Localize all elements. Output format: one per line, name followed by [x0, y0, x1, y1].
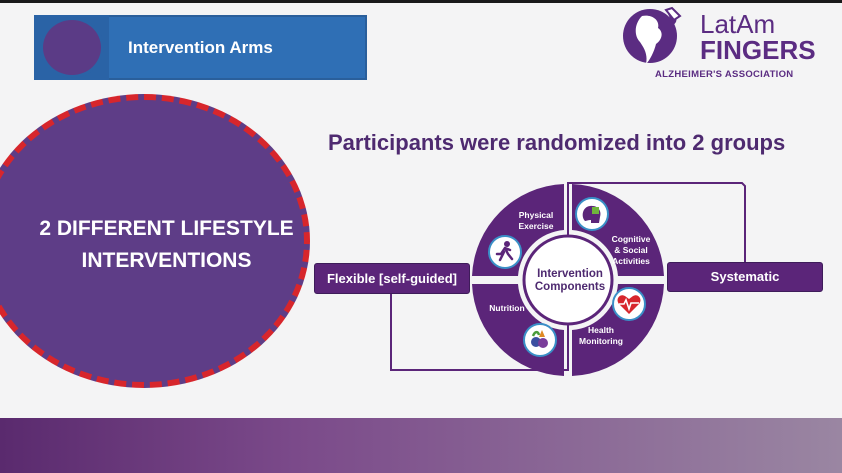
banner-circle-icon — [40, 17, 104, 78]
segment-text: Exercise — [518, 221, 554, 231]
top-edge-bar — [0, 0, 842, 3]
segment-text: Nutrition — [489, 303, 525, 313]
segment-text: Health — [588, 325, 614, 335]
segment-text: Monitoring — [579, 336, 623, 346]
systematic-group-label: Systematic — [667, 262, 823, 292]
callout-line-2: INTERVENTIONS — [81, 249, 252, 272]
callout-oval: 2 DIFFERENT LIFESTYLE INTERVENTIONS — [0, 94, 310, 388]
slide-headline: Participants were randomized into 2 grou… — [328, 130, 786, 155]
center-line-1: Intervention — [537, 268, 603, 280]
segment-text: Cognitive — [611, 234, 651, 244]
diagram-center-label: Intervention Components — [530, 268, 610, 294]
footer-band — [0, 418, 842, 473]
logo-text-fingers: FINGERS — [700, 35, 816, 65]
callout-text: 2 DIFFERENT LIFESTYLE INTERVENTIONS — [24, 213, 309, 277]
segment-text: & Social — [614, 245, 648, 255]
flexible-group-label: Flexible [self-guided] — [314, 263, 470, 294]
segment-text: Activities — [612, 256, 650, 266]
segment-label-nutrition: Nutrition — [482, 303, 532, 314]
brain-puzzle-icon — [575, 197, 609, 231]
logo-text-latam: LatAm — [700, 9, 776, 39]
segment-text: Physical — [518, 210, 554, 220]
heart-monitor-icon — [612, 287, 646, 321]
segment-label-cognitive-social: Cognitive & Social Activities — [606, 234, 656, 267]
vegetables-icon — [523, 323, 557, 357]
segment-label-physical-exercise: Physical Exercise — [511, 210, 561, 232]
section-title: Intervention Arms — [128, 38, 273, 57]
callout-line-1: 2 DIFFERENT LIFESTYLE — [39, 217, 294, 240]
center-line-2: Components — [534, 281, 606, 293]
segment-label-health-monitoring: Health Monitoring — [571, 325, 631, 347]
section-banner: Intervention Arms — [34, 15, 367, 80]
logo-org-name: ALZHEIMER'S ASSOCIATION — [655, 69, 794, 80]
running-person-icon — [488, 235, 522, 269]
latam-fingers-logo-icon — [620, 6, 690, 70]
